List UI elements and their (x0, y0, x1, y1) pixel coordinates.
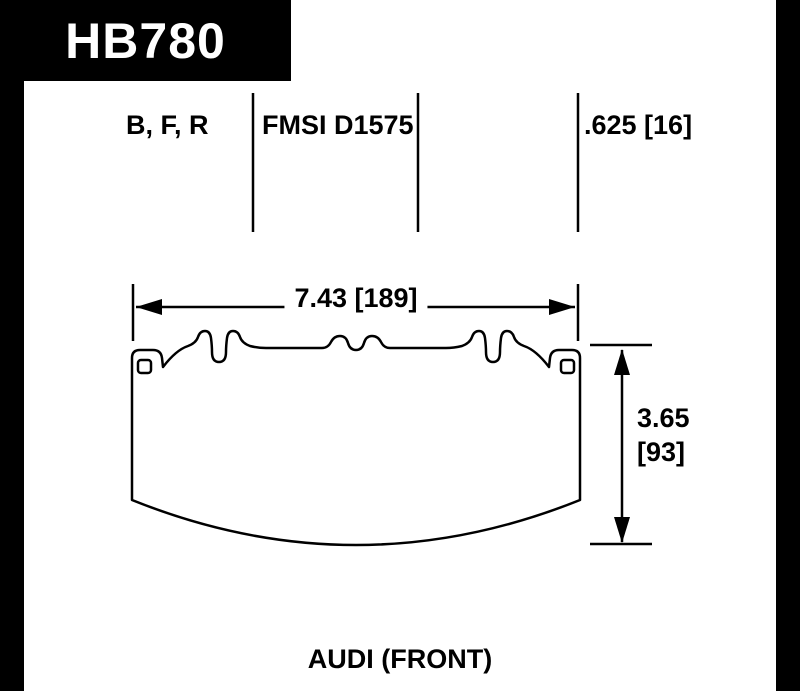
width-arrow-left (136, 299, 162, 315)
compound-codes: B, F, R (126, 110, 209, 140)
width-arrow-right (549, 299, 575, 315)
pad-thickness: .625 [16] (584, 110, 693, 140)
brake-pad-outline (130, 329, 582, 547)
application-label: AUDI (FRONT) (307, 644, 493, 674)
height-dimension (590, 343, 652, 546)
right-border-bar (776, 0, 800, 691)
part-number: HB780 (65, 12, 226, 69)
part-number-box: HB780 (0, 0, 291, 81)
fmsi-number: FMSI D1575 (262, 110, 414, 140)
height-dimension-label: 3.65 [93] (637, 401, 690, 469)
width-dimension-label: 7.43 [189] (284, 283, 428, 314)
height-dimension-bracket: [93] (637, 437, 686, 467)
height-arrow-bottom (614, 517, 630, 543)
height-dimension-value: 3.65 (637, 403, 690, 433)
abutment-hole-left (136, 358, 153, 375)
height-arrow-top (614, 349, 630, 375)
left-border-bar (0, 0, 24, 691)
abutment-hole-right (559, 358, 576, 375)
